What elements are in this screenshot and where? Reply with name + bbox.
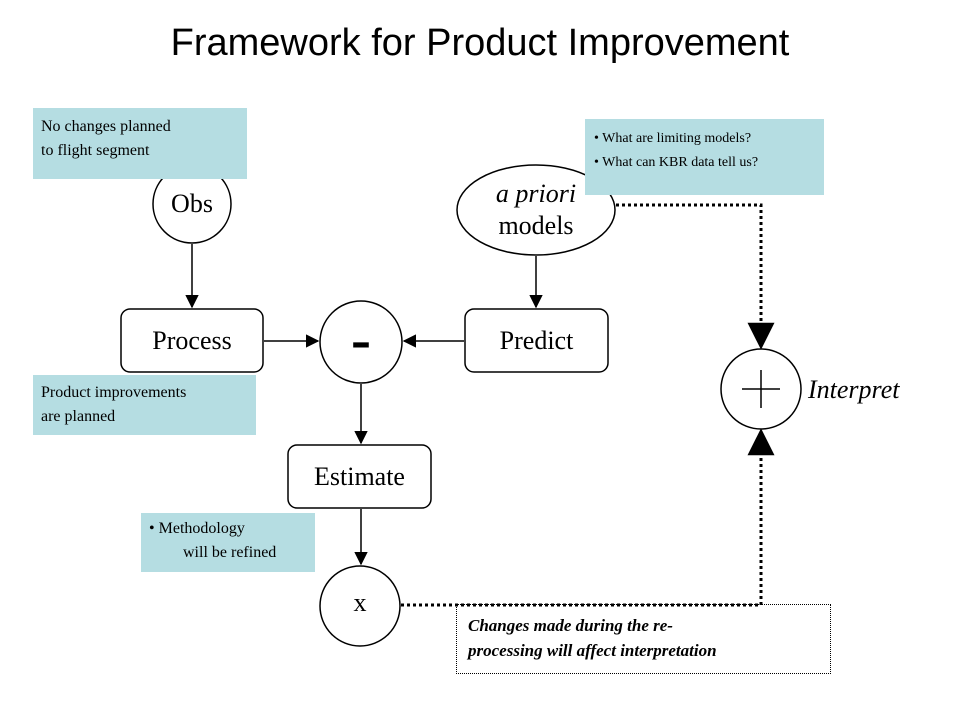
models-note-text: What are limiting models? (602, 131, 752, 146)
process-note: Product improvements are planned (33, 375, 256, 435)
dotted-x-to-plus (401, 428, 775, 607)
changes-note: Changes made during the re- processing w… (456, 604, 831, 674)
interpret-label: Interpret (808, 375, 900, 404)
estimate-label: Estimate (314, 461, 405, 491)
dotted-apriori-to-plus (616, 203, 775, 350)
apriori-label: a priori models (457, 172, 615, 248)
apriori-node (456, 164, 616, 256)
obs-label: Obs (171, 189, 213, 218)
minus-node (319, 300, 403, 384)
predict-label: Predict (499, 325, 574, 355)
apriori-label-line2: models (498, 211, 574, 240)
obs-note: No changes planned to flight segment (33, 108, 247, 179)
models-note-item: • What are limiting models? (594, 131, 752, 146)
predict-node (464, 308, 609, 373)
method-note-line: will be refined (183, 544, 277, 561)
models-note-text: What can KBR data tell us? (602, 155, 759, 170)
changes-note-line: Changes made during the re- (468, 616, 673, 635)
method-note-line: • Methodology (149, 520, 245, 537)
estimate-node (287, 444, 432, 509)
process-note-line: are planned (41, 408, 116, 425)
process-note-line: Product improvements (41, 384, 187, 401)
method-note: • Methodology will be refined (141, 513, 315, 572)
apriori-label-line1: a priori (495, 179, 577, 208)
minus-label: - (351, 306, 371, 372)
models-note-item: • What can KBR data tell us? (594, 155, 759, 170)
page-title: Framework for Product Improvement (170, 22, 790, 64)
obs-note-line: No changes planned (41, 118, 171, 135)
x-node (319, 565, 401, 647)
models-note: • What are limiting models? • What can K… (585, 119, 824, 195)
method-note-text: Methodology (158, 520, 245, 537)
changes-note-line: processing will affect interpretation (468, 641, 717, 660)
process-label: Process (152, 325, 232, 355)
x-label: x (353, 588, 367, 617)
obs-note-line: to flight segment (41, 142, 150, 159)
process-node (120, 308, 264, 373)
